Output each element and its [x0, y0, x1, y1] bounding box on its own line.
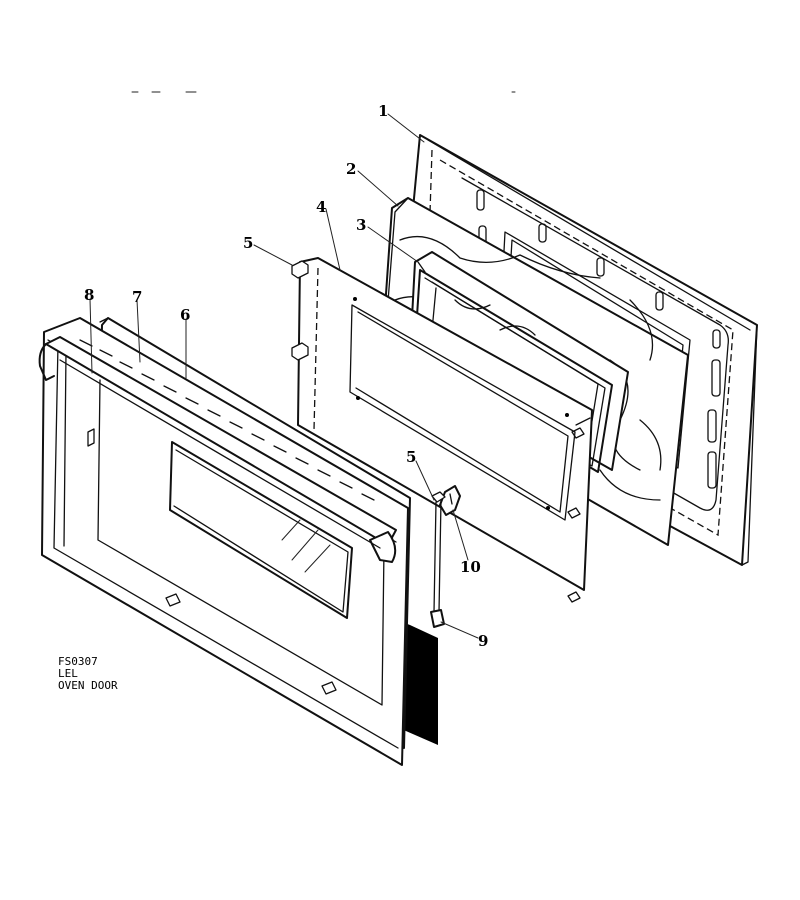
callout-8: 8	[84, 286, 94, 304]
callout-4: 4	[316, 198, 326, 216]
part-7-glass-plate	[99, 317, 109, 323]
liner-slots	[476, 189, 721, 489]
callout-9: 9	[478, 632, 488, 650]
callout-1: 1	[378, 102, 388, 120]
door-handle	[38, 336, 397, 563]
part-8-outer-door	[38, 317, 409, 766]
frame-fasteners	[567, 417, 591, 603]
part-9-hinge-rod	[430, 491, 446, 628]
callout-10: 10	[460, 558, 481, 576]
callout-2: 2	[346, 160, 356, 178]
callout-6: 6	[180, 306, 190, 324]
callout-5-upper: 5	[243, 234, 253, 252]
leader-lines	[89, 113, 479, 639]
caption-title: OVEN DOOR	[58, 679, 118, 692]
callout-3: 3	[356, 216, 366, 234]
door-vent-slots	[79, 339, 375, 501]
callout-labels: 1 2 3 4 5 6 7 8 5 10 9	[84, 102, 488, 650]
diagram-caption: FS0307 LEL OVEN DOOR	[58, 656, 118, 692]
part-4-inner-frame	[291, 257, 593, 603]
part-10-hinge-bracket	[439, 485, 461, 516]
caption-model: LEL	[58, 667, 78, 680]
callout-7: 7	[132, 288, 142, 306]
caption-code: FS0307	[58, 655, 98, 668]
frame-clips	[291, 260, 309, 361]
callout-5-lower: 5	[406, 448, 416, 466]
